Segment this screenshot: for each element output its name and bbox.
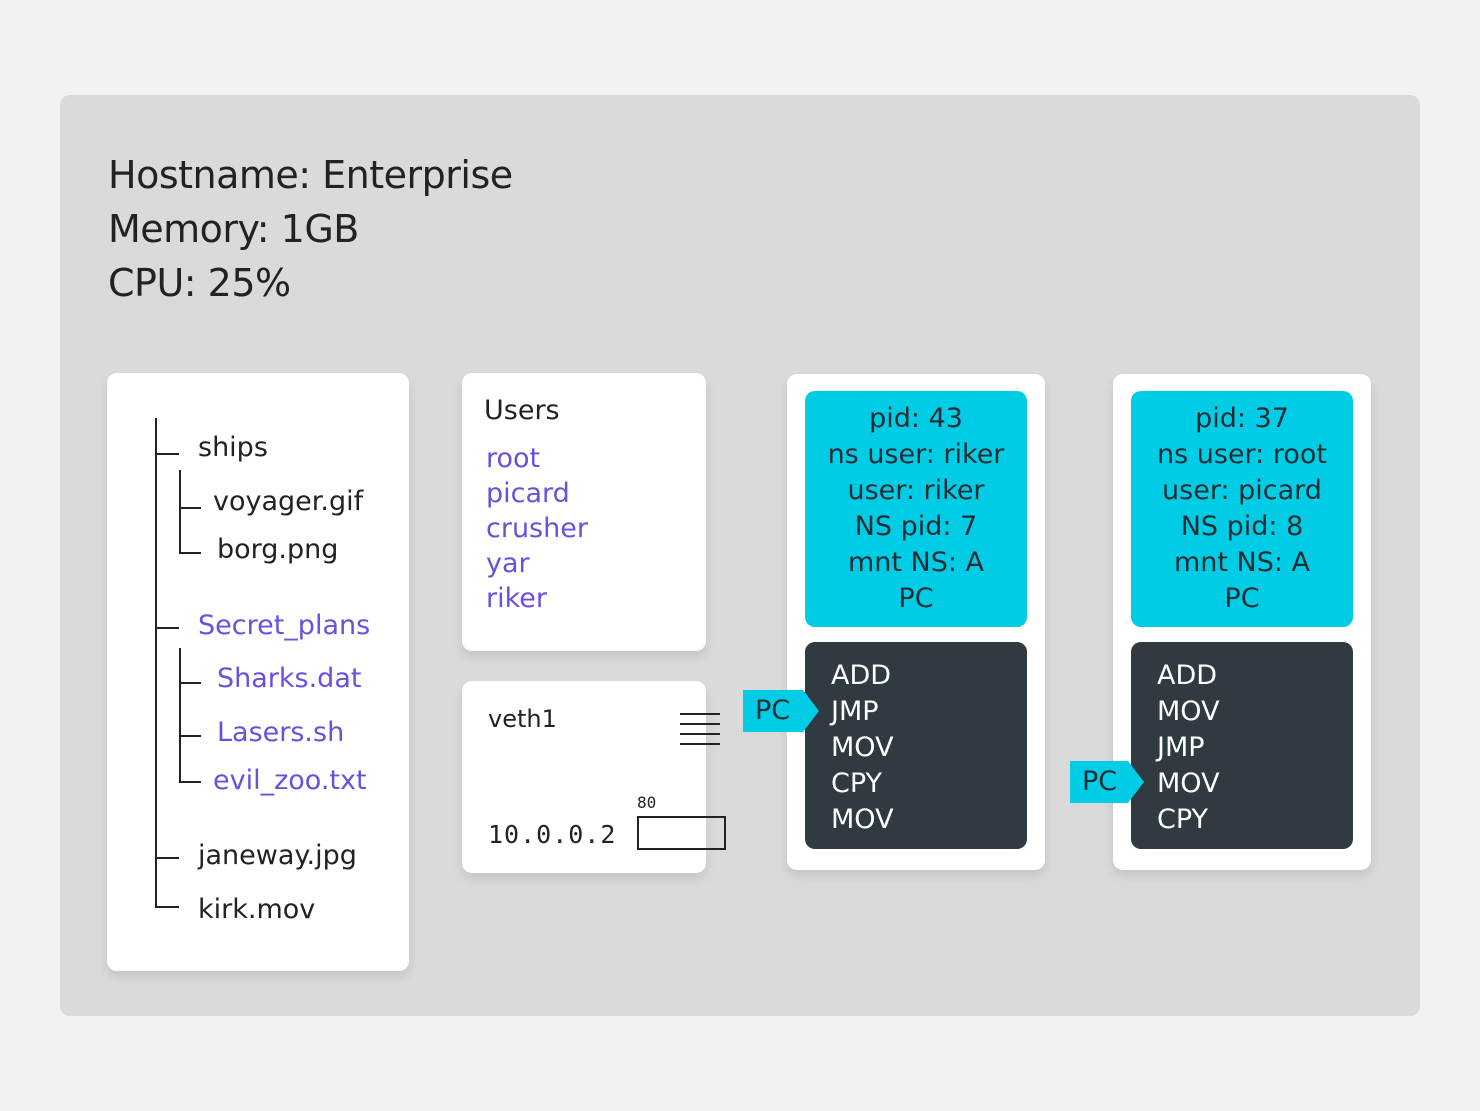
- process-info-2: pid: 37 ns user: root user: picard NS pi…: [1131, 391, 1353, 627]
- cpu-label: CPU: 25%: [108, 261, 291, 305]
- instruction: CPY: [831, 768, 883, 799]
- tree-line: [179, 781, 201, 783]
- tree-line: [155, 453, 179, 455]
- host-info: Hostname: Enterprise Memory: 1GB CPU: 25…: [108, 148, 513, 310]
- filesystem-card: [107, 373, 409, 971]
- process-mnt-ns: mnt NS: A: [847, 547, 985, 578]
- instruction: JMP: [831, 696, 879, 727]
- process-ns-pid: NS pid: 7: [854, 511, 978, 542]
- folder-secret-plans[interactable]: Secret_plans: [198, 610, 371, 641]
- file-evil-zoo[interactable]: evil_zoo.txt: [213, 765, 367, 796]
- file-kirk[interactable]: kirk.mov: [198, 894, 316, 925]
- file-sharks[interactable]: Sharks.dat: [217, 663, 362, 694]
- file-janeway[interactable]: janeway.jpg: [198, 840, 357, 871]
- process-code-1: ADD JMP MOV CPY MOV: [805, 642, 1027, 849]
- process-user: user: picard: [1162, 475, 1322, 506]
- tree-line: [179, 682, 201, 684]
- user-item[interactable]: picard: [486, 478, 570, 509]
- folder-ships[interactable]: ships: [198, 432, 268, 463]
- user-item[interactable]: yar: [486, 548, 530, 579]
- process-user: user: riker: [847, 475, 985, 506]
- instruction: MOV: [831, 732, 894, 763]
- tree-line: [155, 906, 179, 908]
- process-pid: pid: 43: [869, 403, 963, 434]
- process-ns-pid: NS pid: 8: [1180, 511, 1304, 542]
- tree-line: [179, 735, 201, 737]
- process-pc-label: PC: [1224, 583, 1260, 614]
- file-lasers[interactable]: Lasers.sh: [217, 717, 345, 748]
- ip-address: 10.0.0.2: [488, 820, 617, 849]
- program-counter-pointer-1: PC: [743, 690, 819, 732]
- network-card: veth1: [462, 681, 706, 873]
- tree-line: [179, 507, 201, 509]
- tree-line: [179, 552, 201, 554]
- tree-line: [155, 857, 179, 859]
- instruction: MOV: [1157, 768, 1220, 799]
- network-interface-label: veth1: [488, 705, 557, 733]
- tree-line: [179, 470, 181, 554]
- port-number: 80: [637, 793, 657, 812]
- instruction: JMP: [1157, 732, 1205, 763]
- instruction: ADD: [1157, 660, 1218, 691]
- user-item[interactable]: crusher: [486, 513, 588, 544]
- file-borg[interactable]: borg.png: [217, 534, 339, 565]
- instruction: CPY: [1157, 804, 1209, 835]
- process-pid: pid: 37: [1195, 403, 1289, 434]
- file-voyager[interactable]: voyager.gif: [213, 486, 364, 517]
- process-pc-label: PC: [898, 583, 934, 614]
- tree-line: [179, 648, 181, 783]
- user-item[interactable]: root: [486, 443, 541, 474]
- instruction: MOV: [831, 804, 894, 835]
- instruction: MOV: [1157, 696, 1220, 727]
- process-ns-user: ns user: riker: [827, 439, 1005, 470]
- user-item[interactable]: riker: [486, 583, 547, 614]
- instruction: ADD: [831, 660, 892, 691]
- process-mnt-ns: mnt NS: A: [1173, 547, 1311, 578]
- memory-label: Memory: 1GB: [108, 207, 359, 251]
- menu-icon[interactable]: [680, 713, 720, 753]
- hostname-label: Hostname: Enterprise: [108, 153, 513, 197]
- users-title: Users: [484, 395, 560, 426]
- tree-line: [155, 418, 157, 908]
- program-counter-pointer-2: PC: [1070, 761, 1144, 803]
- port-box: [637, 816, 726, 850]
- process-code-2: ADD MOV JMP MOV CPY: [1131, 642, 1353, 849]
- tree-line: [155, 627, 179, 629]
- users-card: Users root picard crusher yar riker: [462, 373, 706, 651]
- process-ns-user: ns user: root: [1157, 439, 1327, 470]
- process-info-1: pid: 43 ns user: riker user: riker NS pi…: [805, 391, 1027, 627]
